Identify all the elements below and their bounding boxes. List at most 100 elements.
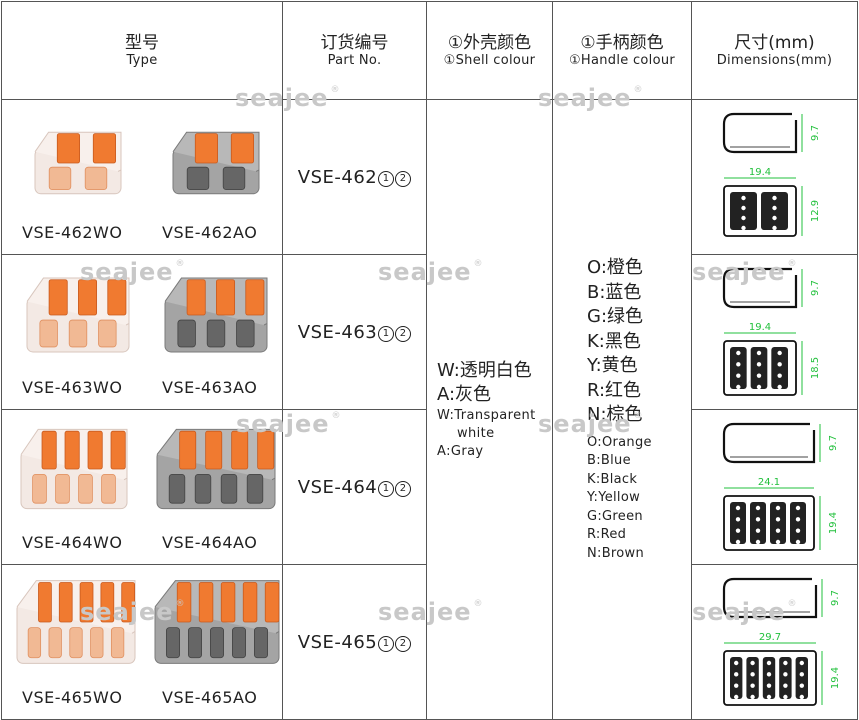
hole <box>766 660 772 666</box>
dim-label-top-height: 9.7 <box>810 280 821 296</box>
dim-label-height: 19.4 <box>828 512 839 534</box>
dim-label-height: 19.4 <box>830 667 841 689</box>
lever <box>264 582 280 623</box>
dim-label-height: 12.9 <box>810 200 821 222</box>
lever <box>242 582 258 623</box>
hole <box>735 539 741 545</box>
lever <box>92 133 116 164</box>
hole <box>755 517 761 522</box>
pole-slot <box>762 657 776 699</box>
hole <box>741 205 746 211</box>
lever <box>257 430 275 470</box>
side-profile <box>722 422 816 464</box>
wire-entry <box>101 474 116 504</box>
hole <box>772 205 777 211</box>
hole <box>750 660 755 666</box>
wire-entry <box>236 319 255 348</box>
wire-entry <box>177 319 196 348</box>
lever <box>38 582 52 623</box>
hole <box>772 195 777 201</box>
circled-number: 2 <box>395 325 412 342</box>
hole <box>756 384 762 390</box>
lever <box>64 430 80 470</box>
handle-colour-cell: O:橙色 B:蓝色 G:绿色 K:黑色 Y:黄色 R:红色 N:棕色 O:Ora… <box>552 99 692 720</box>
dimension-drawing: 9.729.719.4 <box>722 577 841 706</box>
wire-entry <box>48 166 72 191</box>
hole <box>741 225 746 231</box>
lever <box>198 582 214 623</box>
pole-slot <box>771 347 788 389</box>
pole-slot <box>761 192 788 230</box>
wire-entry <box>48 627 62 659</box>
lever <box>78 279 98 316</box>
hole <box>736 373 741 378</box>
wire-entry <box>220 474 238 504</box>
lever <box>205 430 223 470</box>
hole <box>741 195 746 201</box>
circled-number: 2 <box>395 170 412 187</box>
pole-slot <box>730 192 757 230</box>
type-cell: VSE-465WO VSE-465AO <box>1 564 283 720</box>
pole-slot <box>770 502 786 544</box>
hole <box>734 660 739 666</box>
type-label: VSE-465WO <box>22 688 123 707</box>
wire-entry <box>210 627 225 659</box>
lever <box>107 279 127 316</box>
lever <box>41 430 57 470</box>
circled-number: 2 <box>395 480 412 497</box>
wire-entry <box>32 474 47 504</box>
hole <box>734 683 739 688</box>
pole-slot <box>750 502 766 544</box>
wire-entry <box>27 627 42 659</box>
hole <box>777 350 782 356</box>
lever <box>245 279 265 316</box>
hole <box>775 517 781 522</box>
type-label: VSE-462WO <box>22 223 123 242</box>
lever <box>186 279 206 316</box>
lever <box>100 582 115 623</box>
lever <box>179 430 197 470</box>
wire-entry <box>254 627 269 659</box>
wire-entry <box>55 474 70 504</box>
hole <box>799 660 804 666</box>
wire-entry <box>246 474 264 504</box>
lever <box>58 582 73 623</box>
hole <box>799 672 804 677</box>
circled-number: 1 <box>378 325 395 342</box>
hole <box>766 694 772 700</box>
connector-image-gray <box>154 580 280 664</box>
lever <box>176 582 192 623</box>
connector-image-gray <box>164 277 268 353</box>
type-label: VSE-464AO <box>162 533 258 552</box>
dimension-drawing: 9.724.119.4 <box>722 422 839 551</box>
circled-number: 1 <box>378 480 395 497</box>
hole <box>775 539 781 545</box>
lever <box>79 582 94 623</box>
dim-label-height: 18.5 <box>810 357 821 379</box>
wire-entry <box>188 627 203 659</box>
hole <box>755 505 761 511</box>
hole <box>783 694 788 700</box>
lever <box>220 582 236 623</box>
connector-image-gray <box>156 428 276 510</box>
dim-label-width: 29.7 <box>759 632 781 643</box>
pole-slot <box>795 657 808 699</box>
hole <box>795 505 801 511</box>
hole <box>734 694 739 700</box>
hole <box>741 215 746 221</box>
hole <box>735 505 741 511</box>
side-profile <box>722 267 798 309</box>
pole-slot <box>779 657 792 699</box>
hole <box>736 350 741 356</box>
pole-slot <box>750 347 768 389</box>
hole <box>750 694 755 700</box>
